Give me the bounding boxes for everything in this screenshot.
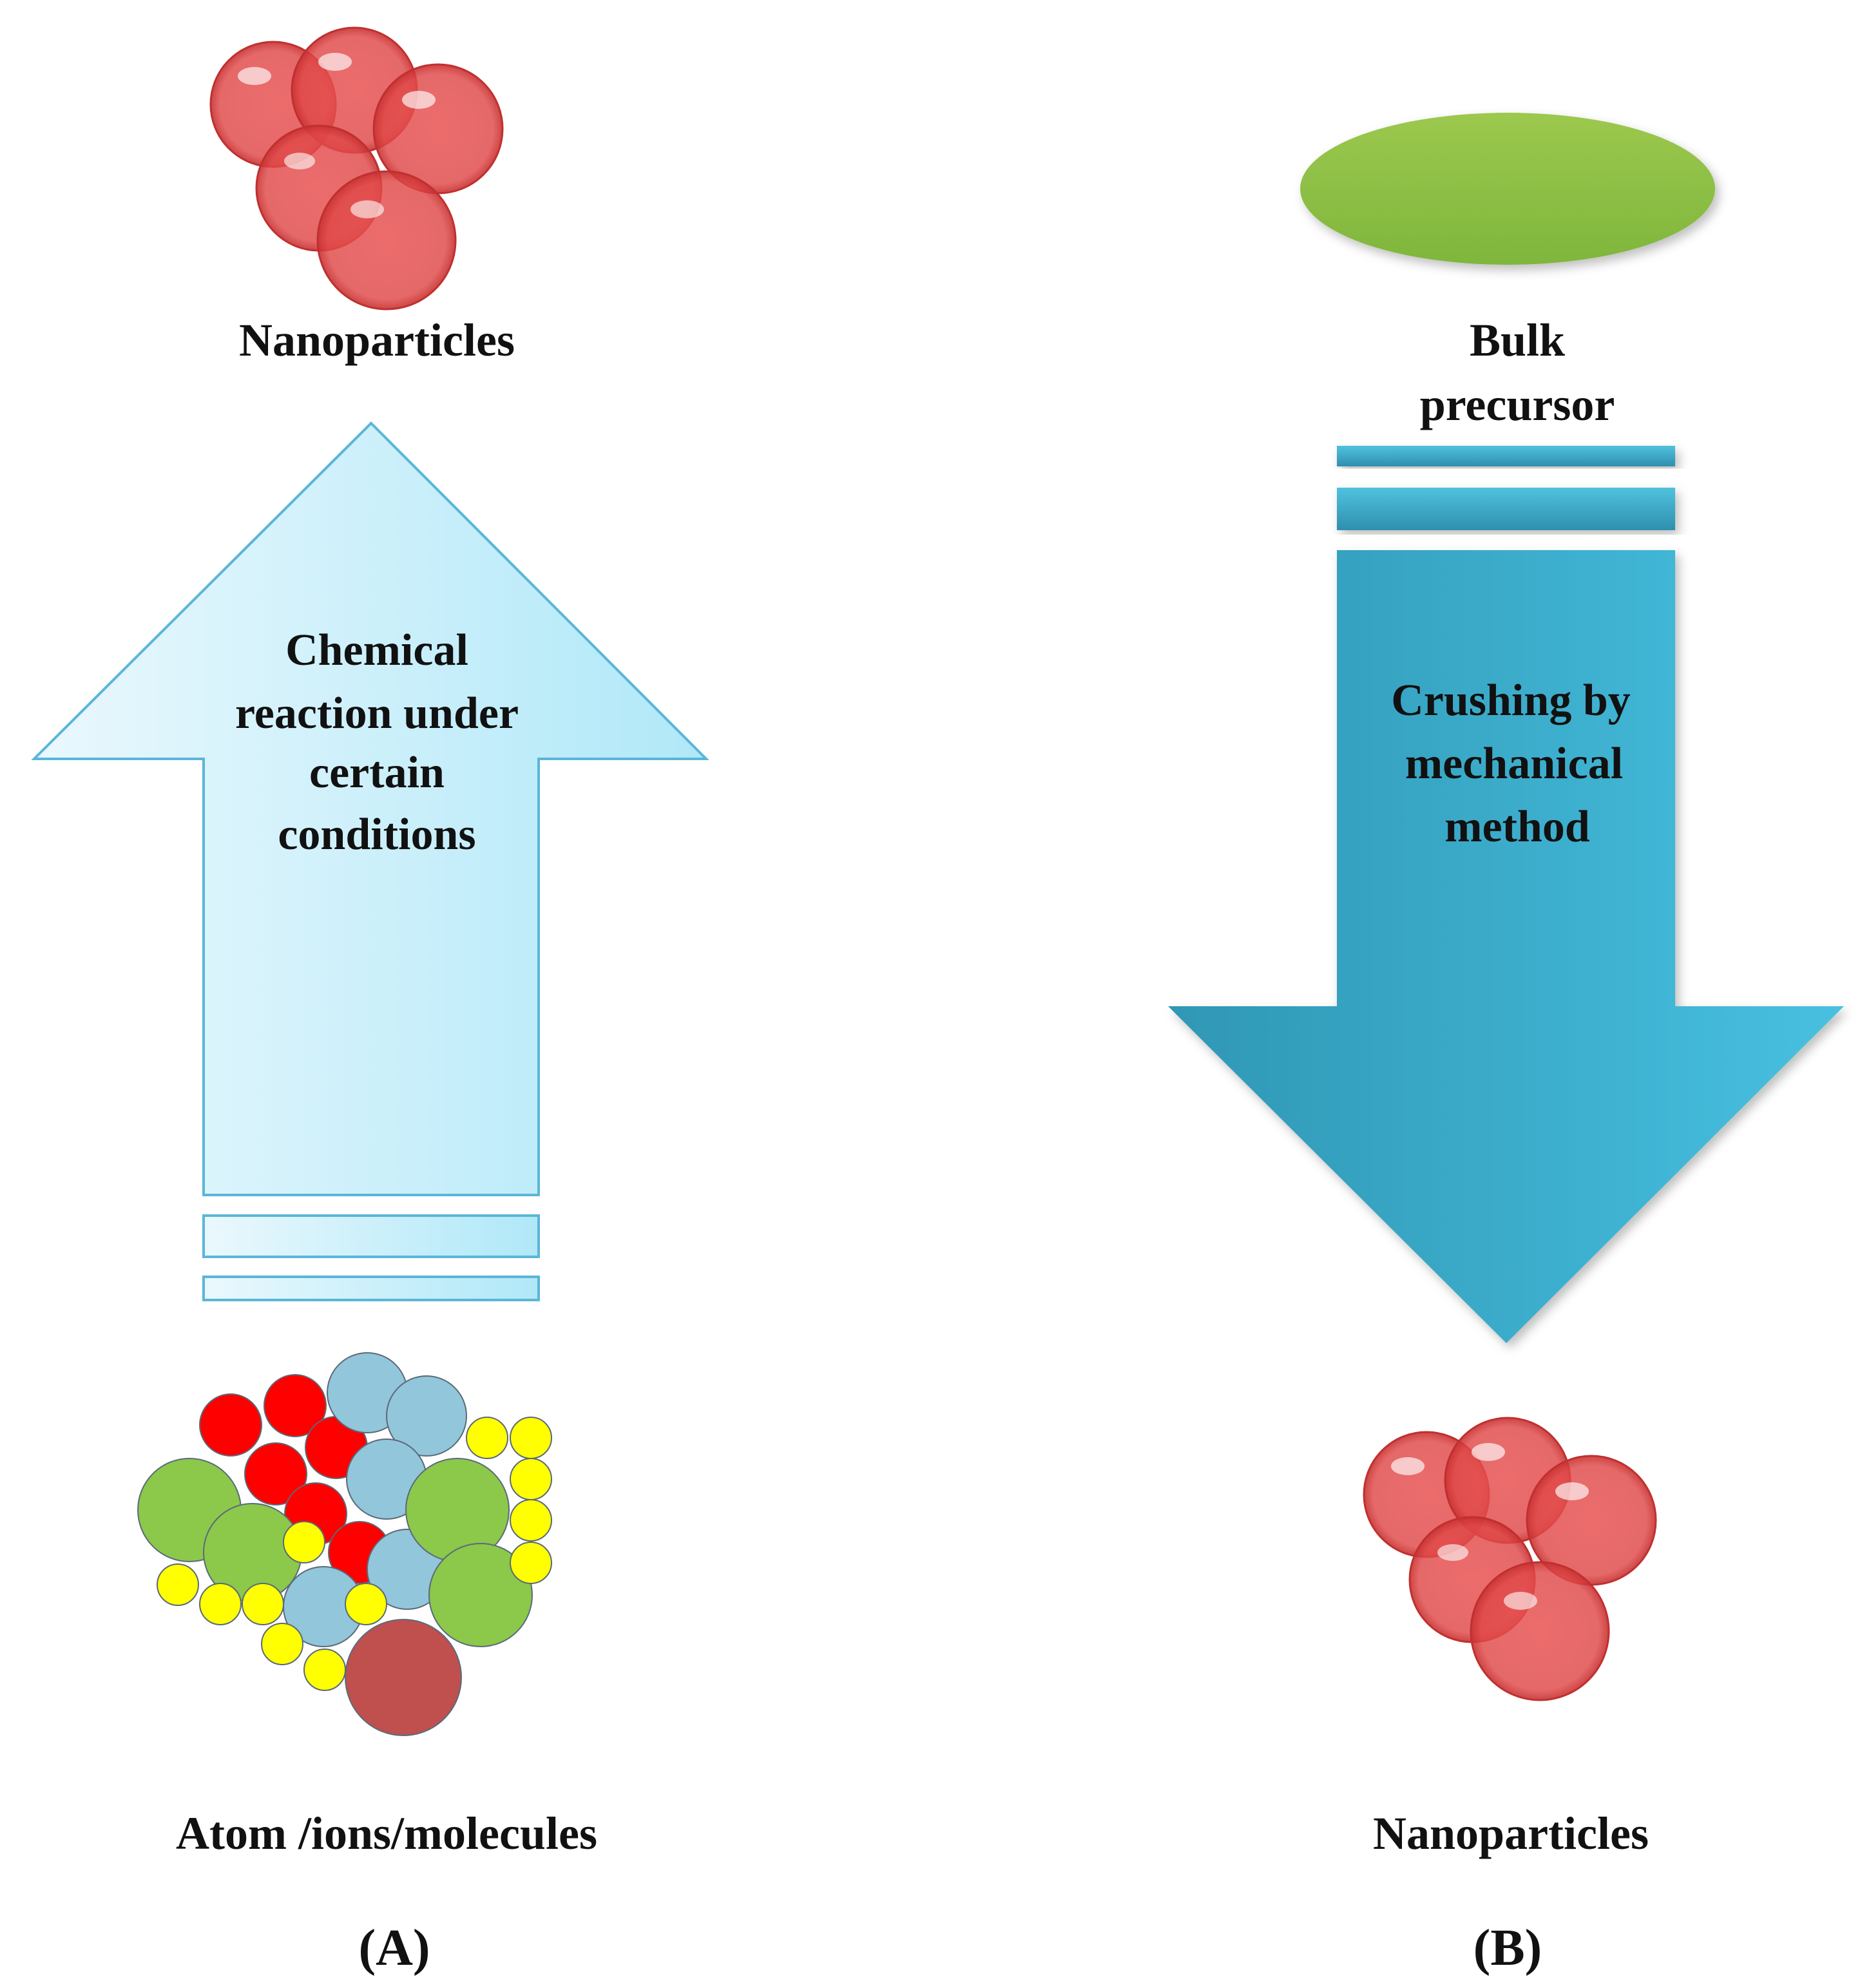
arrow-a-text-line: conditions (278, 810, 475, 859)
arrow-a-text-line: Chemical (285, 626, 468, 675)
panel-b: Bulk precursor Crushing by mechanical me… (1168, 113, 1844, 1976)
nanoparticle-cluster-icon (209, 26, 504, 311)
arrow-tail-bar (1337, 446, 1675, 466)
arrow-tail-bar (202, 1214, 540, 1258)
panel-label-a: (A) (358, 1920, 430, 1976)
arrow-b-text-line: mechanical (1405, 739, 1623, 789)
atoms-cluster-icon (137, 1352, 552, 1736)
arrow-tail-bar (202, 1276, 540, 1301)
up-arrow-icon (31, 421, 709, 1196)
nanoparticle-cluster-icon (1363, 1417, 1657, 1701)
down-arrow-icon (1168, 550, 1844, 1343)
bulk-precursor-label-line: precursor (1420, 379, 1615, 430)
bulk-precursor-label-line: Bulk (1470, 314, 1565, 366)
panel-a: Nanoparticles Chemical reaction under ce… (31, 26, 709, 1976)
arrow-a-text-line: certain (309, 748, 445, 798)
arrow-tail-bar (1337, 488, 1675, 530)
bulk-precursor-icon (1300, 113, 1715, 265)
arrow-a-text-line: reaction under (235, 689, 519, 738)
atoms-label: Atom /ions/molecules (176, 1808, 597, 1859)
panel-label-b: (B) (1473, 1920, 1542, 1976)
nanoparticles-label-a: Nanoparticles (239, 314, 515, 366)
arrow-b-text-line: Crushing by (1391, 676, 1631, 725)
nanoparticles-label-b: Nanoparticles (1373, 1808, 1649, 1859)
arrow-b-text-line: method (1444, 802, 1590, 852)
